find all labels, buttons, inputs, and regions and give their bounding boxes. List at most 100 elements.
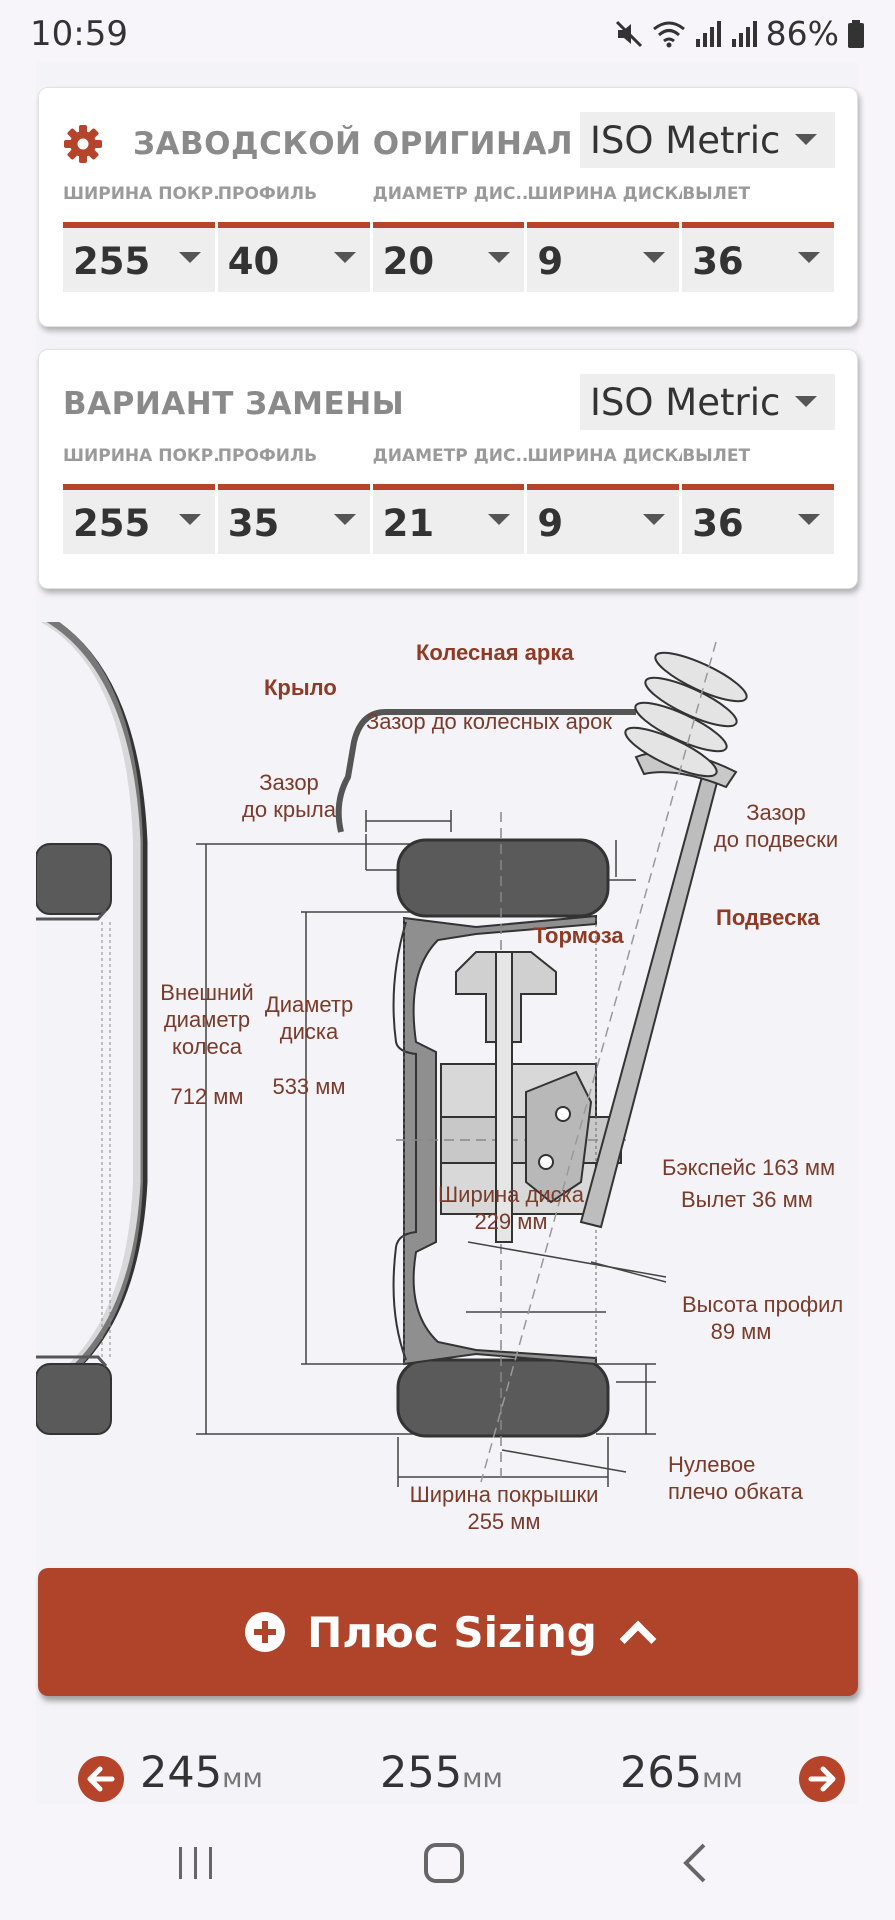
chevron-down-icon: [797, 252, 820, 263]
select-value: 20: [382, 240, 435, 283]
profile-select[interactable]: 35: [217, 484, 370, 554]
rim-diameter-select[interactable]: 20: [372, 222, 525, 292]
size-unit: мм: [462, 1763, 503, 1794]
recent-apps-icon[interactable]: [176, 1841, 216, 1885]
rim-width-select[interactable]: 9: [527, 222, 680, 292]
column-label: ВЫЛЕТ: [682, 184, 751, 204]
rim-diameter-column: ДИАМЕТР ДИС... 21: [372, 446, 528, 554]
scrub-label-1: Нулевое: [668, 1452, 755, 1477]
select-value: 255: [73, 502, 151, 545]
offset-select[interactable]: 36: [682, 222, 834, 292]
car-body-outline: [36, 622, 148, 1435]
sidewall-label-2: 89 мм: [711, 1319, 772, 1344]
select-value: 21: [382, 502, 435, 545]
size-value: 245: [140, 1748, 223, 1798]
rim-width-label-2: 229 мм: [474, 1209, 547, 1234]
chevron-down-icon: [797, 514, 820, 525]
unit-system-value: ISO Metric: [590, 380, 781, 424]
backspace-label: Бэкспейс 163 мм: [662, 1155, 835, 1180]
rim-width-label-1: Ширина диска: [438, 1182, 585, 1207]
chevron-down-icon: [795, 396, 817, 407]
plus-circle-icon: [245, 1612, 286, 1652]
outer-diameter-label-1: Внешний: [160, 980, 253, 1005]
tire-width-column: ШИРИНА ПОКР... 255: [63, 184, 218, 292]
rim-diameter-value: 533 мм: [272, 1074, 345, 1099]
tire-width-column: ШИРИНА ПОКР... 255: [63, 446, 218, 554]
battery-icon: [848, 19, 864, 48]
column-label: ШИРИНА ДИСКА: [527, 184, 683, 204]
size-selector: 245мм 255мм 265мм: [36, 1742, 858, 1822]
size-columns: ШИРИНА ПОКР... 255 ПРОФИЛЬ 35 ДИАМЕТР ДИ…: [63, 446, 837, 554]
rim-diameter-select[interactable]: 21: [372, 484, 525, 554]
select-value: 36: [692, 240, 744, 283]
rim-profile: [403, 914, 597, 1366]
size-unit: мм: [702, 1763, 743, 1794]
previous-size-button[interactable]: [78, 1756, 124, 1802]
wifi-icon: [652, 21, 685, 47]
select-value: 35: [227, 502, 280, 545]
size-option[interactable]: 245мм: [140, 1748, 263, 1798]
tire-width-select[interactable]: 255: [63, 222, 215, 292]
status-time: 10:59: [30, 14, 128, 54]
wheel-arch-label: Колесная арка: [416, 640, 574, 665]
gear-icon[interactable]: [63, 124, 103, 164]
offset-column: ВЫЛЕТ 36: [682, 184, 837, 292]
column-label: ШИРИНА ДИСКА: [527, 446, 683, 466]
select-value: 40: [227, 240, 280, 283]
system-nav-bar: [0, 1805, 895, 1920]
chevron-down-icon: [333, 252, 356, 263]
suspension-clearance-label-2: до подвески: [714, 827, 838, 852]
column-label: ШИРИНА ПОКР...: [63, 446, 218, 466]
suspension-strut: [480, 641, 748, 1483]
tire-width-select[interactable]: 255: [63, 484, 215, 554]
offset-label: Вылет 36 мм: [681, 1187, 813, 1212]
plus-sizing-button[interactable]: Плюс Sizing: [38, 1568, 858, 1696]
offset-select[interactable]: 36: [682, 484, 834, 554]
column-label: ВЫЛЕТ: [682, 446, 751, 466]
back-icon[interactable]: [680, 1841, 710, 1885]
unit-system-select[interactable]: ISO Metric: [580, 374, 835, 430]
unit-system-select[interactable]: ISO Metric: [580, 112, 835, 168]
fender-label: Крыло: [264, 675, 337, 700]
unit-system-value: ISO Metric: [590, 118, 781, 162]
home-icon[interactable]: [422, 1841, 466, 1885]
profile-select[interactable]: 40: [217, 222, 370, 292]
brakes-label: Тормоза: [533, 923, 624, 948]
wheel-diagram: Крыло Колесная арка Зазор до колесных ар…: [36, 622, 843, 1534]
chevron-down-icon: [488, 514, 511, 525]
tire-width-label-1: Ширина покрышки: [410, 1482, 599, 1507]
fender-clearance-label-1: Зазор: [259, 770, 319, 795]
suspension-clearance-label-1: Зазор: [746, 800, 806, 825]
scrub-label-2: плечо обката: [668, 1479, 804, 1504]
plus-sizing-label: Плюс Sizing: [307, 1607, 597, 1657]
rim-diameter-label-1: Диаметр: [265, 992, 353, 1017]
chevron-down-icon: [795, 134, 817, 145]
fender-clearance-label-2: до крыла: [242, 797, 337, 822]
main-content: ЗАВОДСКОЙ ОРИГИНАЛ ISO Metric ШИРИНА ПОК…: [36, 62, 858, 1804]
column-label: ШИРИНА ПОКР...: [63, 184, 218, 204]
rim-width-column: ШИРИНА ДИСКА 9: [527, 446, 682, 554]
size-option[interactable]: 255мм: [380, 1748, 503, 1798]
signal-icon: [695, 20, 721, 47]
rim-diameter-label-2: диска: [280, 1019, 339, 1044]
column-label: ДИАМЕТР ДИС...: [372, 184, 528, 204]
battery-percent: 86%: [765, 14, 839, 53]
select-value: 255: [73, 240, 151, 283]
size-value: 255: [380, 1748, 463, 1798]
chevron-down-icon: [178, 252, 201, 263]
factory-original-title: ЗАВОДСКОЙ ОРИГИНАЛ: [133, 126, 574, 162]
size-option[interactable]: 265мм: [620, 1748, 743, 1798]
status-icons: 86%: [614, 14, 865, 53]
rim-width-column: ШИРИНА ДИСКА 9: [527, 184, 682, 292]
chevron-down-icon: [178, 514, 201, 525]
chevron-up-icon: [619, 1620, 657, 1658]
column-label: ПРОФИЛЬ: [217, 184, 318, 204]
outer-diameter-value: 712 мм: [170, 1084, 243, 1109]
rim-width-select[interactable]: 9: [527, 484, 680, 554]
arrow-left-icon: [87, 1766, 115, 1792]
replacement-card: ВАРИАНТ ЗАМЕНЫ ISO Metric ШИРИНА ПОКР...…: [38, 349, 858, 589]
column-label: ДИАМЕТР ДИС...: [372, 446, 528, 466]
tire-top: [396, 838, 610, 918]
next-size-button[interactable]: [799, 1756, 845, 1802]
suspension-label: Подвеска: [716, 905, 820, 930]
